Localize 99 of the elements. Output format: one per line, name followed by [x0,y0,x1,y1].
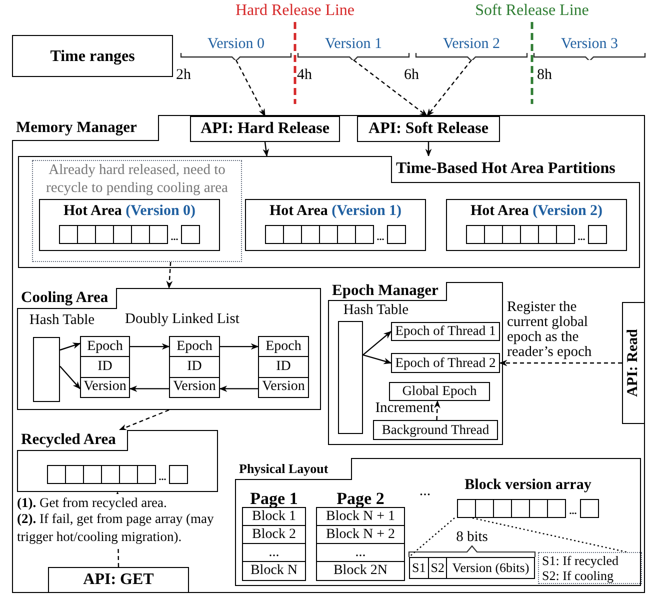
block-row-text: Block N [249,562,299,580]
array-heading: Block version array [464,476,592,494]
dotted-region [32,160,242,262]
hot-area-title: Hot Area (Version 1) [269,202,402,220]
arrow [60,342,81,351]
list-node-field: Version [170,378,219,397]
epoch-slot: Epoch of Thread 1 [391,322,500,341]
api-box: API: GET [48,567,189,593]
section-heading: Cooling Area [17,288,117,309]
epoch-manager-panel [328,282,503,445]
line-label: Soft Release Line [474,2,590,20]
section-heading: Memory Manager [12,115,159,141]
section-heading: Recycled Area [17,430,128,451]
list-node-field: Epoch [170,337,219,358]
block-row: Block N + 1 [317,508,404,526]
section-heading: Physical Layout [235,458,352,480]
time-label: 6h [404,66,420,84]
title-box: Time ranges [12,35,173,77]
dotted-line [472,517,627,553]
list-node-field: Epoch [259,337,308,358]
hash-table-column [33,337,60,402]
node-label: 8 bits [455,529,489,546]
list-node-field: Version [259,378,308,397]
ellipsis: ... [376,232,384,244]
hot-area-box [39,199,220,251]
block-row: ... [243,544,305,562]
ellipsis: ... [158,472,166,484]
page-heading: Page 2 [336,490,386,507]
api-box: API: Read [622,302,645,424]
arrow [362,330,392,356]
time-label: 8h [537,66,553,84]
ellipsis: ... [418,482,432,500]
arrow [219,386,258,392]
ellipsis: ... [170,232,178,244]
section-heading: Epoch Manager [328,282,447,301]
version-label: Version 3 [560,36,618,52]
bit-field: S1 [410,558,429,578]
hot-area-title: Hot Area (Version 0) [63,202,196,220]
line-label: Hard Release Line [234,2,356,20]
bit-field: S2 [428,558,448,578]
note-box [538,552,642,584]
cooling-area-panel [17,288,321,410]
recycled-area-panel [17,430,218,492]
legend-note: S1: If recycled [542,553,620,568]
list-node-field: ID [81,357,129,378]
api-box: API: Soft Release [357,116,500,142]
epoch-slot: Epoch of Thread 2 [391,353,500,373]
list-node-field: ID [170,357,219,378]
node-label: Hash Table [342,302,410,319]
hot-area-box [446,199,627,251]
bit-layout-box [409,557,535,579]
arrow [499,360,622,366]
physical-layout-panel [235,458,641,586]
version-label: Version 2 [442,36,500,52]
list-node-field: ID [259,357,308,378]
arrow [262,142,270,157]
block-row-text: Block 2N [332,562,389,580]
arrow [362,354,392,364]
block-row: Block N + 2 [317,526,404,544]
block-row: Block 2 [243,526,305,544]
list-caption: Doubly Linked List [125,311,240,328]
arrow [426,60,472,117]
page-heading: Page 1 [249,490,299,507]
ellipsis: ... [569,506,577,518]
hash-table-column [338,321,363,434]
partition-panel [18,156,640,268]
list-node [80,336,130,398]
arrow [220,343,259,350]
section-heading: Time-Based Hot Area Partitions [391,156,640,183]
note-text: Already hard released, need to recycle to pending cooling area [45,161,229,197]
hot-area-title: Hot Area (Version 2) [470,202,603,220]
global-epoch-box: Global Epoch [389,382,490,401]
list-node [169,336,220,398]
block-row: Block 1 [243,508,305,526]
node-label: Hash Table [28,312,96,329]
legend-note: S2: If cooling [542,568,614,583]
version-label: Version 1 [324,36,382,52]
arrow [166,262,173,289]
arrow [129,386,169,392]
list-node [258,336,309,398]
arrow [130,343,170,350]
arrow [425,142,432,157]
version-label: Version 0 [207,36,265,52]
dotted-line [408,518,455,558]
time-label: 2h [176,66,192,84]
time-label: 4h [297,66,313,84]
api-box: API: Hard Release [190,116,340,142]
background-thread-box: Background Thread [373,420,498,440]
list-node-field: Version [81,378,129,397]
arrow [353,60,428,116]
arrow [434,400,440,420]
bit-field: Version (6bits) [447,558,534,578]
list-node-field: Epoch [81,337,129,358]
block-row: ... [317,544,404,562]
ellipsis: ... [578,232,586,244]
arrow [235,60,266,117]
hot-area-box [245,199,426,251]
arrow [60,366,81,390]
arrow [118,409,170,431]
